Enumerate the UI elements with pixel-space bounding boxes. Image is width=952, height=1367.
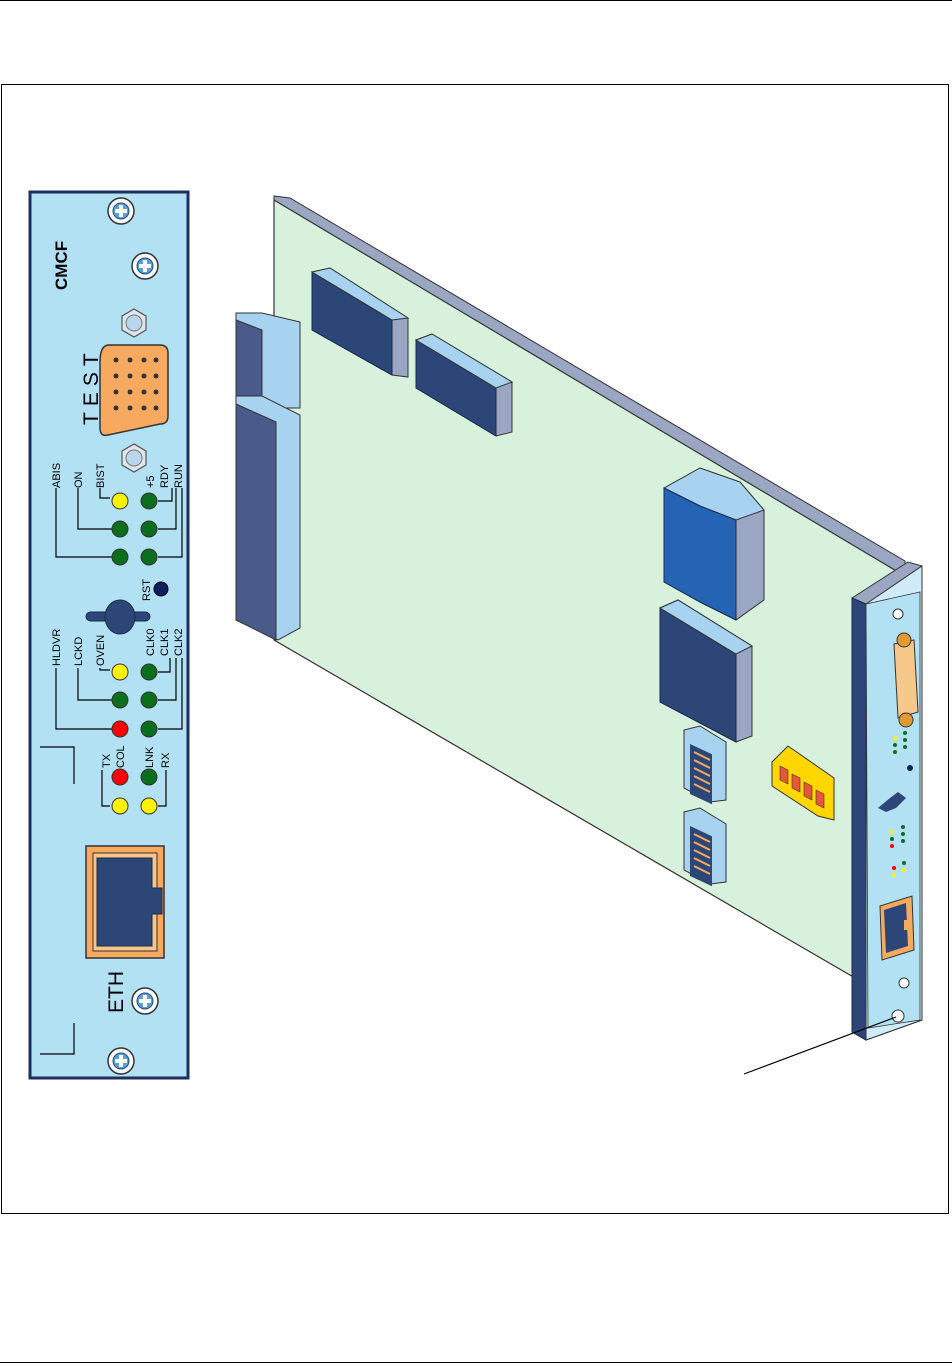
led-rdy — [141, 521, 157, 537]
led-on — [112, 521, 128, 537]
led-clk2 — [141, 721, 157, 737]
label-clk1: CLK1 — [159, 628, 171, 656]
led-run — [141, 549, 157, 565]
mini-front-panel — [852, 562, 922, 1040]
label-abis: ABIS — [51, 463, 63, 488]
led-lnk — [141, 769, 157, 785]
led-hldvr — [112, 721, 128, 737]
label-bist: BIST — [95, 463, 107, 488]
panel-screw-bottom — [108, 1048, 134, 1074]
module-name-label: CMCF — [52, 241, 71, 290]
led-clk1 — [141, 692, 157, 708]
mini-screw-lower — [899, 978, 909, 988]
reset-button[interactable] — [154, 582, 168, 596]
mini-screw-bottom — [892, 1010, 904, 1022]
panel-screw-top — [108, 198, 134, 224]
mini-test-connector — [894, 633, 918, 727]
callout-leader-line — [744, 1017, 896, 1074]
label-rst: RST — [141, 579, 153, 601]
led-tx — [112, 798, 128, 814]
led-plus5 — [141, 493, 157, 509]
mini-screw-top — [893, 609, 903, 619]
mini-eth-port — [880, 896, 914, 960]
header-connector-upper — [684, 726, 726, 804]
label-on: ON — [73, 471, 85, 488]
eth-port-label: ETH — [105, 971, 128, 1013]
led-clk0 — [141, 664, 157, 680]
label-oven: OVEN — [95, 635, 107, 666]
led-lckd — [112, 692, 128, 708]
label-lckd: LCKD — [73, 637, 85, 666]
label-lnk: LNK — [144, 746, 156, 768]
label-clk2: CLK2 — [173, 628, 185, 656]
label-hldvr: HLDVR — [51, 629, 63, 666]
backplane-connector-lower — [236, 396, 300, 640]
circuit-board — [236, 196, 922, 1074]
label-clk0: CLK0 — [145, 628, 157, 656]
label-plus5: +5 — [145, 475, 157, 488]
panel-screw-lower — [132, 988, 158, 1014]
header-connector-lower — [684, 808, 726, 886]
label-rx: RX — [160, 752, 172, 768]
eth-port[interactable] — [86, 846, 164, 958]
led-col — [112, 769, 128, 785]
backplane-connector-upper — [236, 313, 300, 408]
test-connector-label: TEST — [80, 347, 103, 425]
label-tx: TX — [101, 753, 113, 768]
label-rdy: RDY — [159, 464, 171, 488]
led-oven — [112, 664, 128, 680]
led-rx — [141, 798, 157, 814]
led-bist — [112, 493, 128, 509]
panel-screw-upper — [132, 253, 158, 279]
front-panel: CMCF TEST ABIS — [30, 192, 188, 1078]
led-abis — [112, 549, 128, 565]
label-run: RUN — [173, 464, 185, 488]
label-col: COL — [115, 745, 127, 768]
